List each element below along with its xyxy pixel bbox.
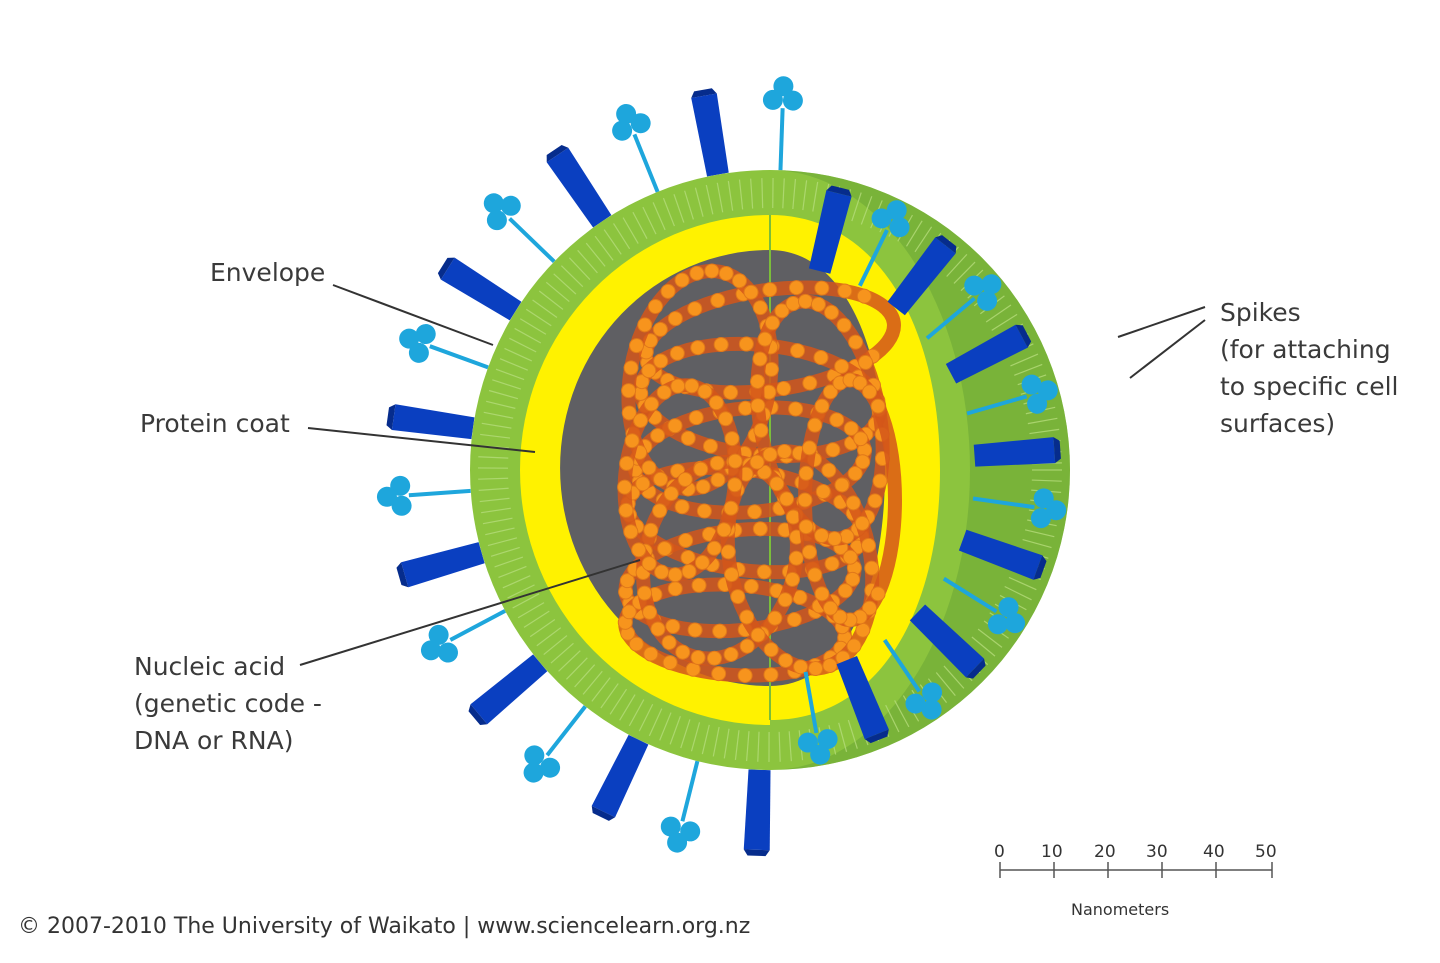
spike-bar bbox=[543, 143, 613, 229]
scale-tick-30: 30 bbox=[1146, 842, 1168, 862]
label-spikes: Spikes (for attaching to specific cell s… bbox=[1220, 294, 1398, 442]
scale-tick-40: 40 bbox=[1203, 842, 1225, 862]
scale-tick-10: 10 bbox=[1041, 842, 1063, 862]
scale-tick-50: 50 bbox=[1255, 842, 1277, 862]
spike-bar bbox=[386, 403, 475, 441]
copyright-footer: © 2007-2010 The University of Waikato | … bbox=[18, 914, 750, 939]
scale-bar bbox=[1000, 862, 1272, 878]
spikes-leader-1 bbox=[1118, 307, 1205, 337]
spike-bar bbox=[436, 254, 523, 322]
spike-bar bbox=[589, 734, 650, 823]
spike-knob bbox=[655, 756, 717, 857]
scale-unit: Nanometers bbox=[1071, 900, 1169, 919]
spike-knob bbox=[376, 471, 473, 517]
spike-knob bbox=[473, 182, 568, 276]
spike-knob bbox=[512, 694, 601, 793]
spike-bar bbox=[466, 653, 549, 728]
scale-tick-0: 0 bbox=[994, 842, 1005, 862]
scale-tick-20: 20 bbox=[1094, 842, 1116, 862]
spike-bar bbox=[395, 540, 485, 589]
label-protein-coat: Protein coat bbox=[140, 405, 290, 442]
spike-knob bbox=[604, 97, 676, 199]
spike-knob bbox=[413, 593, 515, 672]
label-nucleic-acid: Nucleic acid (genetic code - DNA or RNA) bbox=[134, 648, 322, 759]
spike-bar bbox=[744, 769, 773, 856]
label-envelope: Envelope bbox=[210, 254, 325, 291]
spike-bar bbox=[690, 88, 731, 177]
spike-knob bbox=[760, 76, 803, 171]
